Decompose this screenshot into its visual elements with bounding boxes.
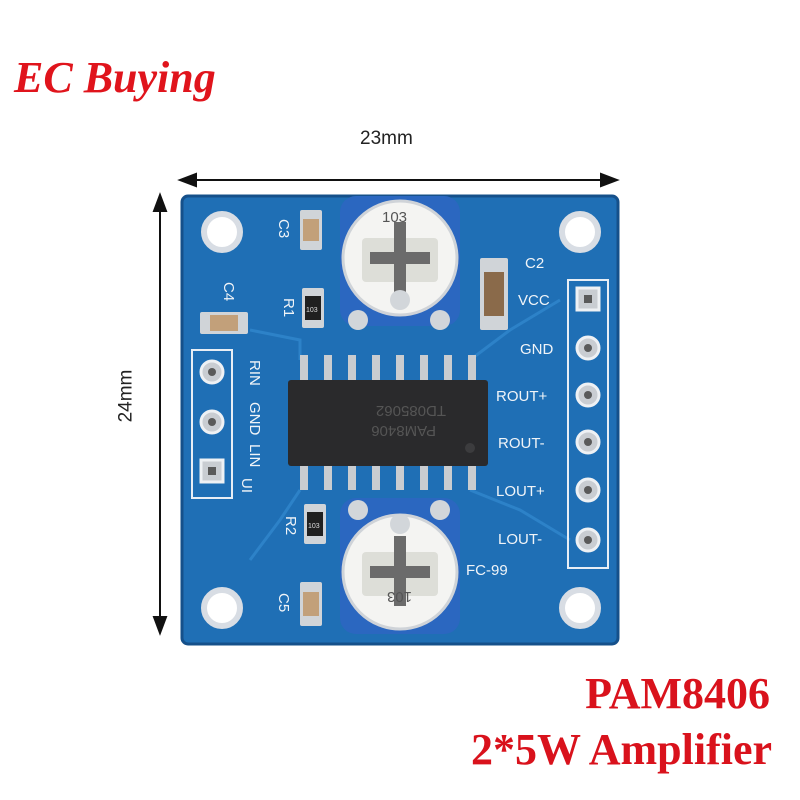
capacitor-c5 (300, 582, 322, 626)
width-dimension-arrow (177, 172, 620, 188)
volume-potentiometer-bottom (340, 498, 460, 634)
label-gnd-out: GND (520, 341, 554, 358)
mounting-hole (201, 211, 601, 629)
board-id-label: FC-99 (466, 562, 508, 579)
resistor-code-r1: 103 (306, 307, 318, 314)
label-lout-minus: LOUT- (498, 531, 542, 548)
label-r1: R1 (280, 298, 297, 317)
resistor-r1 (302, 288, 324, 328)
resistor-code-r2: 103 (308, 523, 320, 530)
label-c5: C5 (275, 593, 292, 612)
label-ui: UI (238, 478, 255, 493)
label-c3: C3 (275, 219, 292, 238)
height-dimension-arrow (152, 192, 168, 636)
product-model-title: PAM8406 (585, 669, 770, 718)
output-header (567, 279, 609, 569)
label-r2: R2 (282, 516, 299, 535)
label-lout-plus: LOUT+ (496, 483, 545, 500)
brand-logo-text: EC Buying (14, 53, 216, 102)
chip-marking-line2: TD085062 (376, 402, 446, 419)
label-c4: C4 (220, 282, 237, 301)
capacitor-c3 (300, 210, 322, 250)
pot-code-top: 103 (382, 209, 407, 226)
capacitor-c4 (200, 312, 248, 334)
label-vcc: VCC (518, 292, 550, 309)
label-rin: RIN (246, 360, 263, 386)
label-rout-minus: ROUT- (498, 435, 545, 452)
capacitor-c2 (480, 258, 508, 330)
product-subtitle: 2*5W Amplifier (470, 725, 772, 774)
label-lin: LIN (246, 444, 263, 467)
label-rout-plus: ROUT+ (496, 388, 547, 405)
resistor-r2 (304, 504, 326, 544)
width-dimension-label: 23mm (360, 128, 413, 149)
input-header (191, 349, 233, 499)
pam8406-ic (288, 355, 488, 490)
label-gnd-in: GND (246, 402, 263, 436)
pot-code-bottom: 103 (387, 588, 412, 605)
chip-marking-line1: PAM8406 (371, 422, 436, 439)
label-c2: C2 (525, 255, 544, 272)
volume-potentiometer-top (340, 196, 460, 330)
